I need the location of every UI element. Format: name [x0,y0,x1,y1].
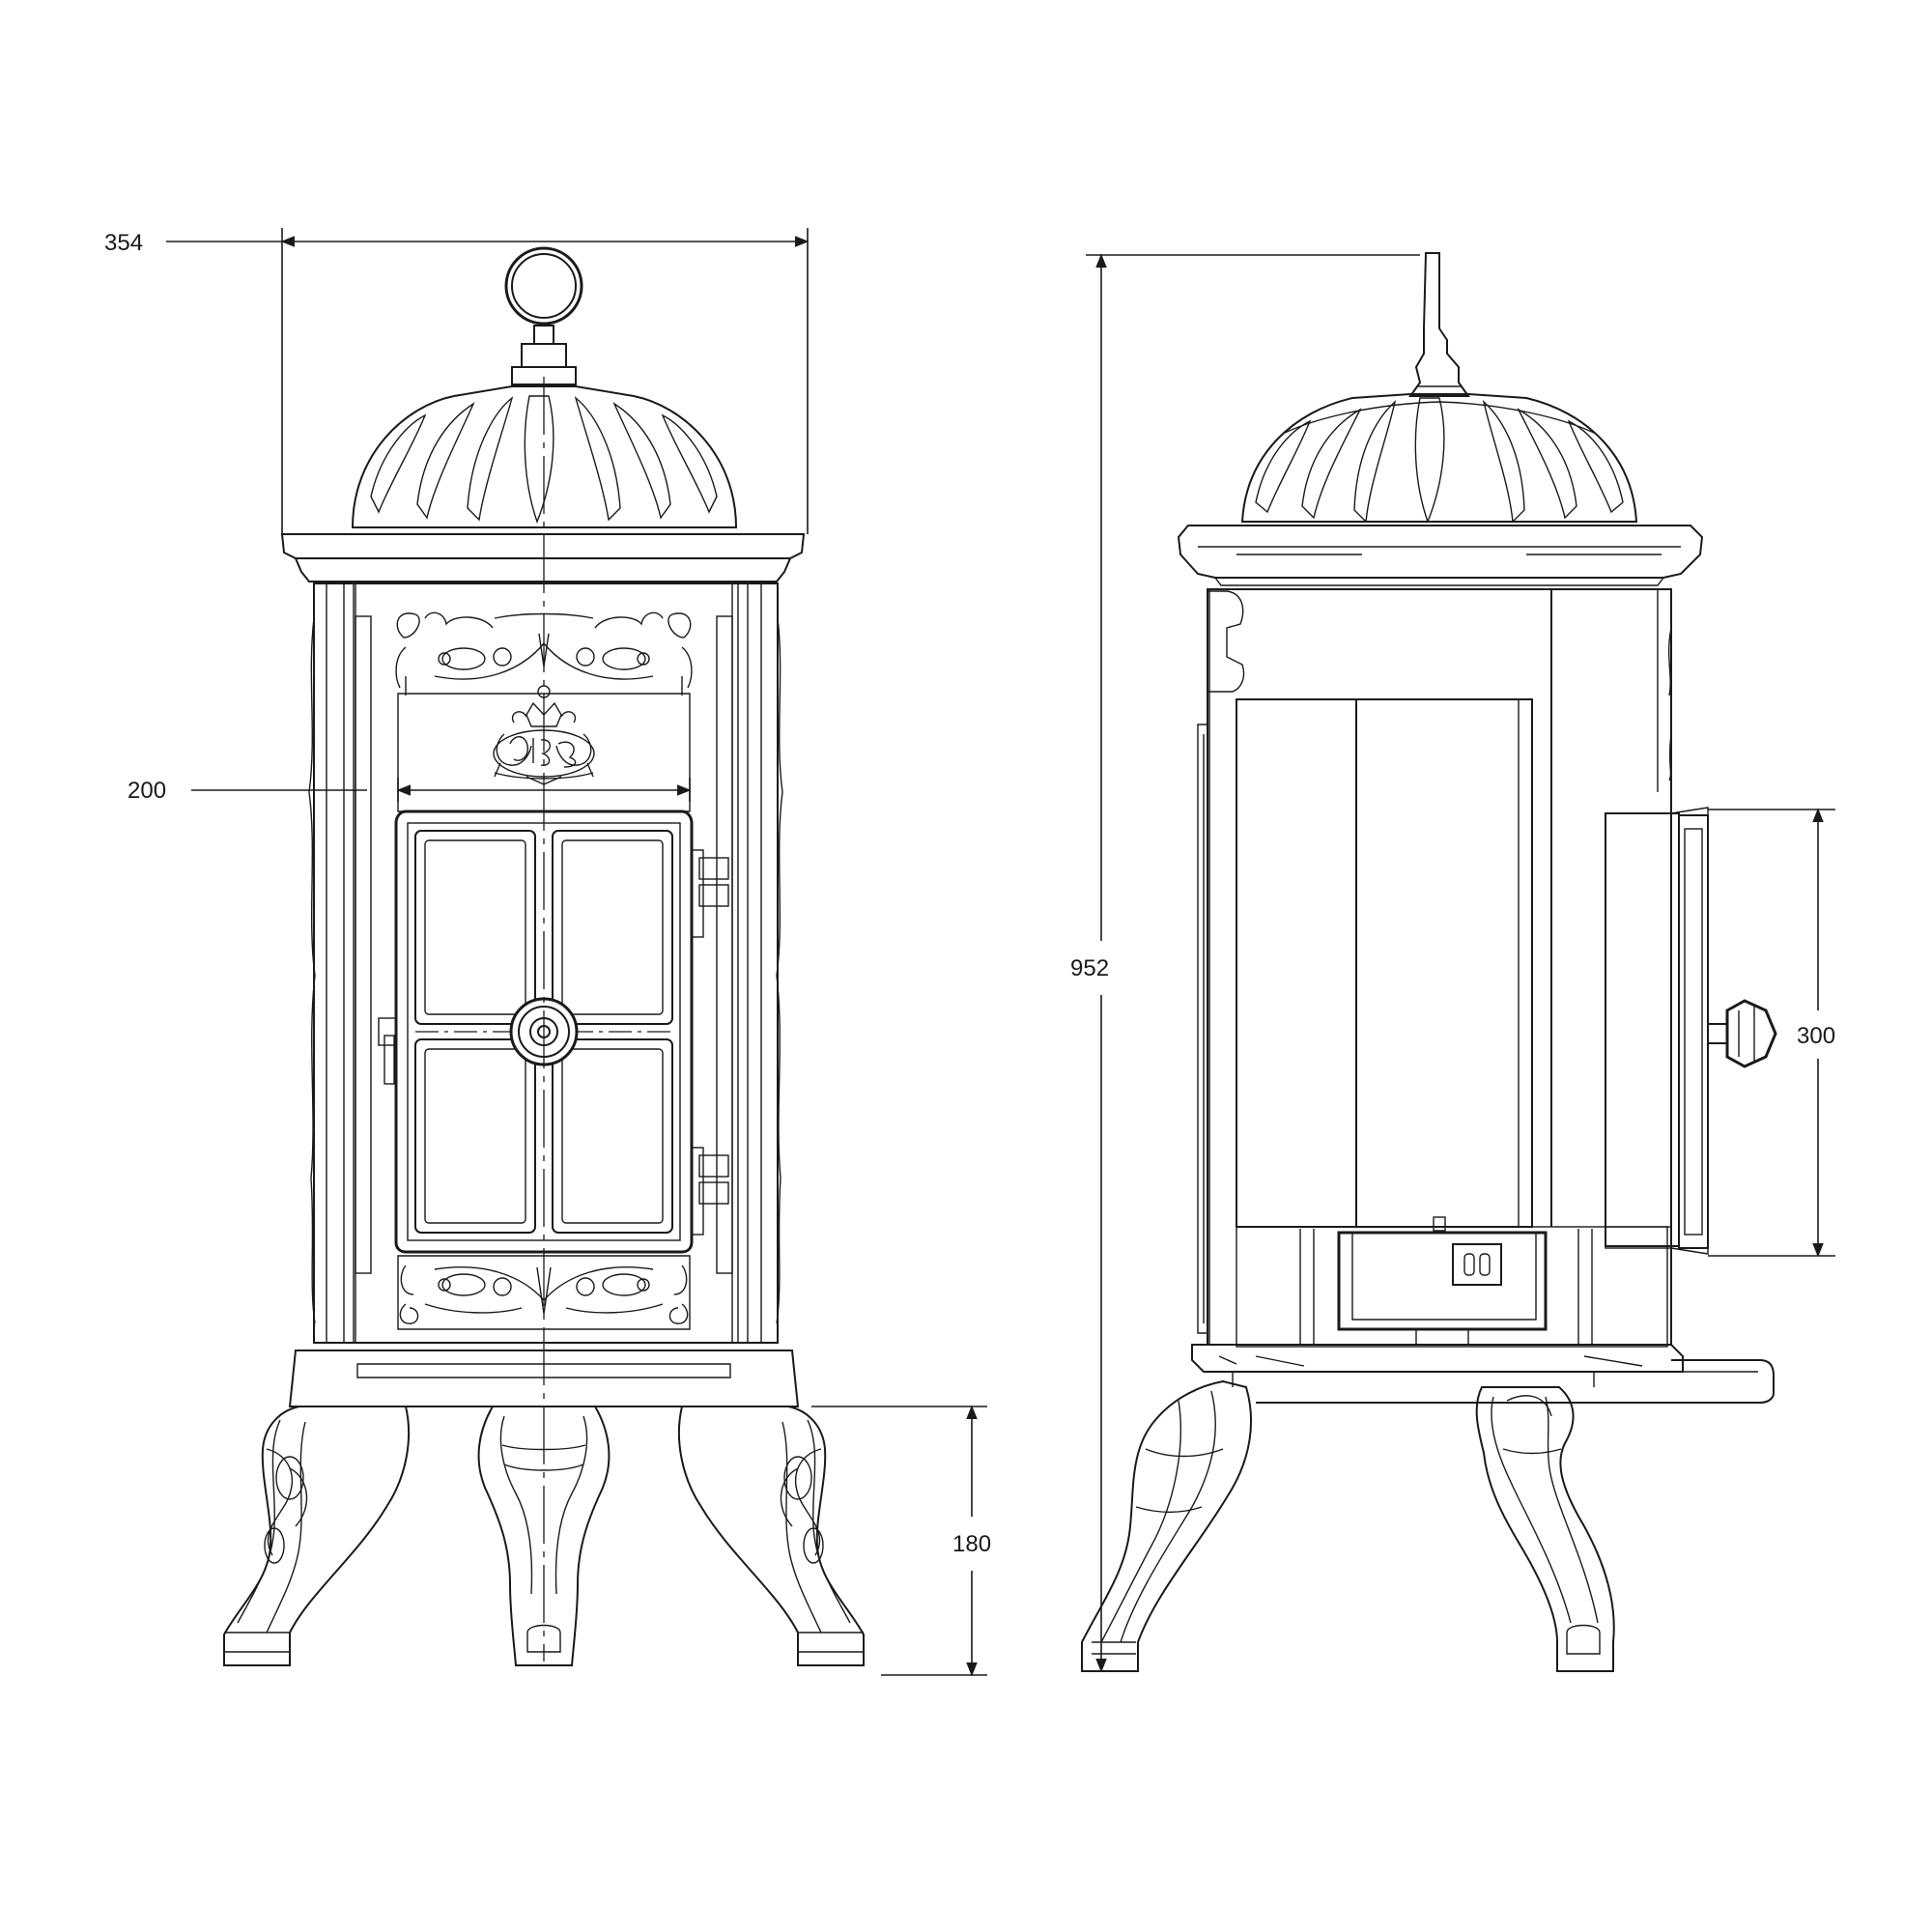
front-dome [351,385,738,528]
side-flue [1408,252,1470,397]
side-hearth-plate [1256,1359,1775,1404]
side-firebox [1236,698,1533,1228]
right-zigzag-trim [716,615,733,1274]
finial-ring [504,246,583,326]
left-zigzag-trim [355,615,372,1274]
leg-height-label: 180 [952,1531,991,1557]
dome-flutes [370,395,718,524]
front-door [394,810,694,1254]
front-view: 200 [104,228,991,1677]
front-legs [223,1406,865,1666]
top-ornament [395,611,693,696]
ash-drawer [1337,1231,1548,1331]
side-door-knob [1707,999,1777,1068]
overall-height-label: 952 [1070,955,1109,981]
side-roof-plate [1177,525,1704,579]
side-door [1605,812,1680,1247]
side-dome [1240,393,1638,523]
overall-width-label: 354 [104,230,143,256]
side-view: 952 300 [1070,252,1835,1673]
door-width-label: 200 [128,778,166,804]
door-hinges [378,849,729,1236]
front-base [288,1350,800,1407]
bottom-ornament [397,1255,691,1330]
door-height-label: 300 [1797,1023,1835,1049]
side-legs [1081,1379,1615,1672]
roof-plate [280,533,806,559]
